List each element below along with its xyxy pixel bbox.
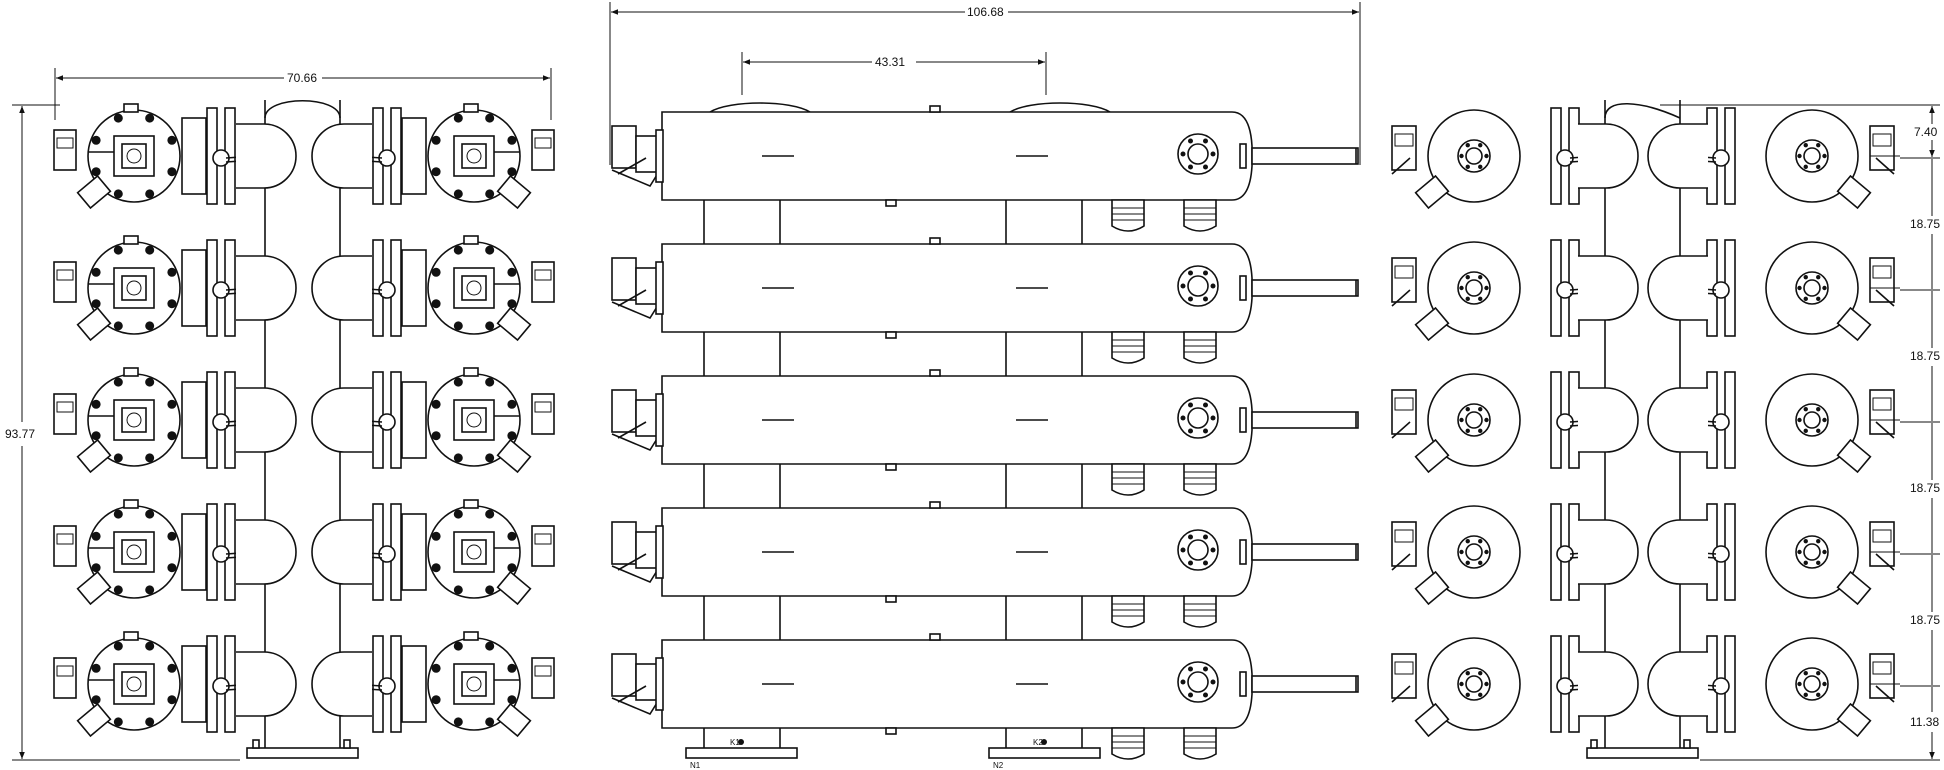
vessel-row	[611, 237, 1359, 364]
vessel-end	[1647, 371, 1895, 474]
vessel-end	[1647, 635, 1895, 738]
vessel-row	[611, 633, 1359, 760]
vessel-end	[1647, 503, 1895, 606]
right-end-view	[1391, 100, 1900, 759]
vessel-row	[53, 103, 555, 210]
vessel-row	[53, 631, 555, 738]
vessel-end	[311, 235, 555, 342]
dim-overall-length: 106.68	[967, 5, 1004, 19]
side-elevation-view: K1 K2 N1 N2	[611, 102, 1359, 770]
vessel-row	[1391, 635, 1900, 738]
vessel-end	[1391, 635, 1639, 738]
vessel-row	[611, 369, 1359, 496]
vessel-row	[1391, 371, 1900, 474]
saddle-base-1	[685, 747, 798, 759]
vessel-end	[311, 103, 555, 210]
vessel-end	[1391, 239, 1639, 342]
saddle-tag-k1: K1	[730, 738, 740, 747]
dim-row-pitch-4: 18.75	[1910, 613, 1940, 627]
vessel-row	[53, 499, 555, 606]
vessel-end	[311, 367, 555, 474]
vessel-end	[53, 631, 297, 738]
vessel-end	[1391, 503, 1639, 606]
dim-saddle-spacing: 43.31	[875, 55, 905, 69]
dim-overall-height: 93.77	[5, 427, 35, 441]
vessel-row	[611, 501, 1359, 628]
vessel-end	[53, 367, 297, 474]
vessel-end	[1391, 107, 1639, 210]
dim-row-pitch-3: 18.75	[1910, 481, 1940, 495]
dim-row-pitch-2: 18.75	[1910, 349, 1940, 363]
vessel-row	[1391, 239, 1900, 342]
vessel-end	[311, 499, 555, 606]
dim-top-offset: 7.40	[1914, 125, 1938, 139]
vessel-end	[1647, 239, 1895, 342]
vessel-end	[53, 235, 297, 342]
dim-row-pitch-1: 18.75	[1910, 217, 1940, 231]
nozzle-label-n1: N1	[690, 761, 701, 770]
left-end-view	[53, 100, 555, 759]
vessel-end	[53, 499, 297, 606]
vessel-end	[1647, 107, 1895, 210]
dim-end-view-width: 70.66	[287, 71, 317, 85]
vessel-end	[53, 103, 297, 210]
nozzle-label-n2: N2	[993, 761, 1004, 770]
base-plate	[246, 747, 359, 759]
vessel-row	[611, 105, 1359, 232]
vessel-end	[311, 631, 555, 738]
saddle-tag-k2: K2	[1033, 738, 1043, 747]
dimension-annotations: 106.68 43.31 70.66 93.77 7.40 18.75 18.7…	[5, 2, 1940, 761]
vessel-row	[53, 235, 555, 342]
vessel-row	[1391, 107, 1900, 210]
base-plate	[1586, 747, 1699, 759]
vessel-row	[1391, 503, 1900, 606]
dim-bottom-offset: 11.38	[1910, 715, 1939, 729]
saddle-base-2	[988, 747, 1101, 759]
vessel-row	[53, 367, 555, 474]
vessel-end	[1391, 371, 1639, 474]
